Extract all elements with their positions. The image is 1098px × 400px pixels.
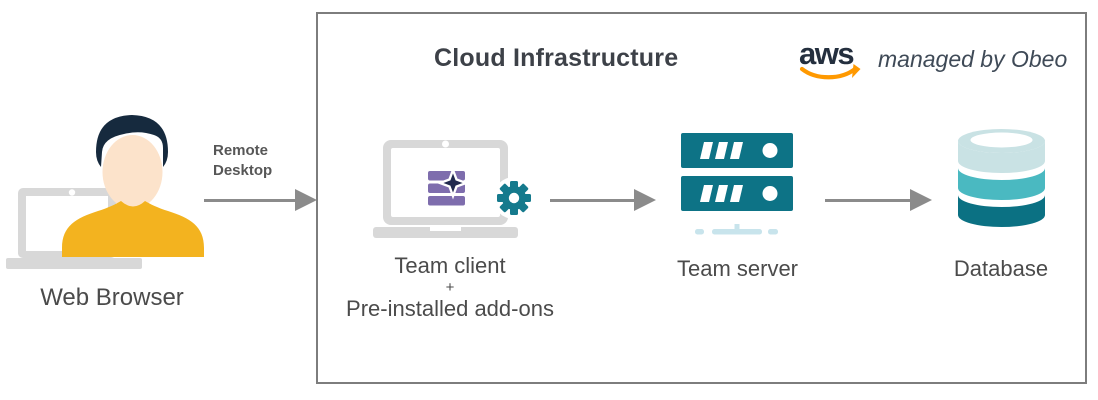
person-icon [62, 115, 204, 257]
aws-smile-arrowhead [852, 64, 861, 78]
team-client-label-line1: Team client [394, 253, 506, 278]
server-to-database-arrow-icon [825, 187, 932, 213]
team-server-icon [681, 133, 793, 235]
team-client-icon [373, 140, 535, 238]
remote-desktop-arrow-icon [204, 187, 317, 213]
server-stand [695, 224, 778, 235]
team-client-label: Team client + Pre-installed add-ons [340, 253, 560, 322]
addon-stack-icon [428, 166, 470, 206]
person-with-laptop-icon [6, 115, 204, 269]
star-icon [436, 166, 470, 200]
aws-smile-swoosh [799, 66, 858, 80]
team-server-label: Team server [676, 256, 799, 281]
team-client-label-plus: + [445, 278, 455, 296]
database-icon [958, 129, 1045, 227]
client-to-server-arrow-icon [550, 187, 656, 213]
database-label: Database [953, 256, 1049, 281]
aws-logo: aws [799, 36, 861, 80]
aws-logo-text: aws [799, 36, 853, 71]
team-client-label-line3: Pre-installed add-ons [346, 295, 554, 321]
gear-icon [493, 177, 535, 219]
cloud-box-title: Cloud Infrastructure [434, 44, 679, 72]
web-browser-label: Web Browser [40, 284, 184, 311]
remote-desktop-label: Remote Desktop [213, 142, 273, 179]
managed-by-text: managed by Obeo [878, 46, 1068, 72]
